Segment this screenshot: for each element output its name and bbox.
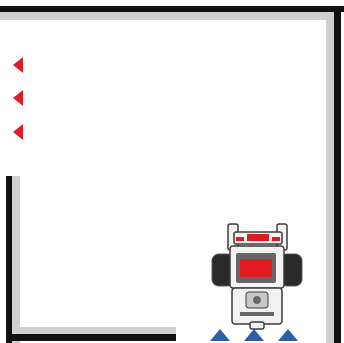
robot-front-accent	[247, 234, 269, 241]
right-wall	[334, 6, 341, 343]
up-arrow-markers	[210, 329, 298, 341]
left-arrow-markers	[13, 57, 23, 140]
robot-accent-left	[236, 237, 244, 241]
up-arrow-icon	[244, 329, 264, 341]
robot-center-button	[253, 296, 261, 304]
maze-walls	[0, 6, 344, 343]
up-arrow-icon	[210, 329, 230, 341]
robot-port-strip	[240, 312, 274, 316]
robot-screen	[240, 259, 272, 277]
top-wall	[0, 6, 344, 12]
left-arrow-icon	[13, 124, 23, 140]
left-arrow-icon	[13, 57, 23, 73]
robot-caster	[249, 321, 265, 330]
bottom-wall	[6, 334, 176, 341]
top-wall-edge	[0, 12, 334, 20]
right-wall-edge	[326, 12, 334, 343]
robot-accent-right	[272, 237, 280, 241]
lego-ev3-robot-icon	[211, 223, 303, 330]
bottom-wall-edge	[12, 327, 176, 334]
left-wall-edge	[12, 176, 20, 343]
left-wall	[6, 176, 12, 343]
left-arrow-icon	[13, 90, 23, 106]
up-arrow-icon	[278, 329, 298, 341]
